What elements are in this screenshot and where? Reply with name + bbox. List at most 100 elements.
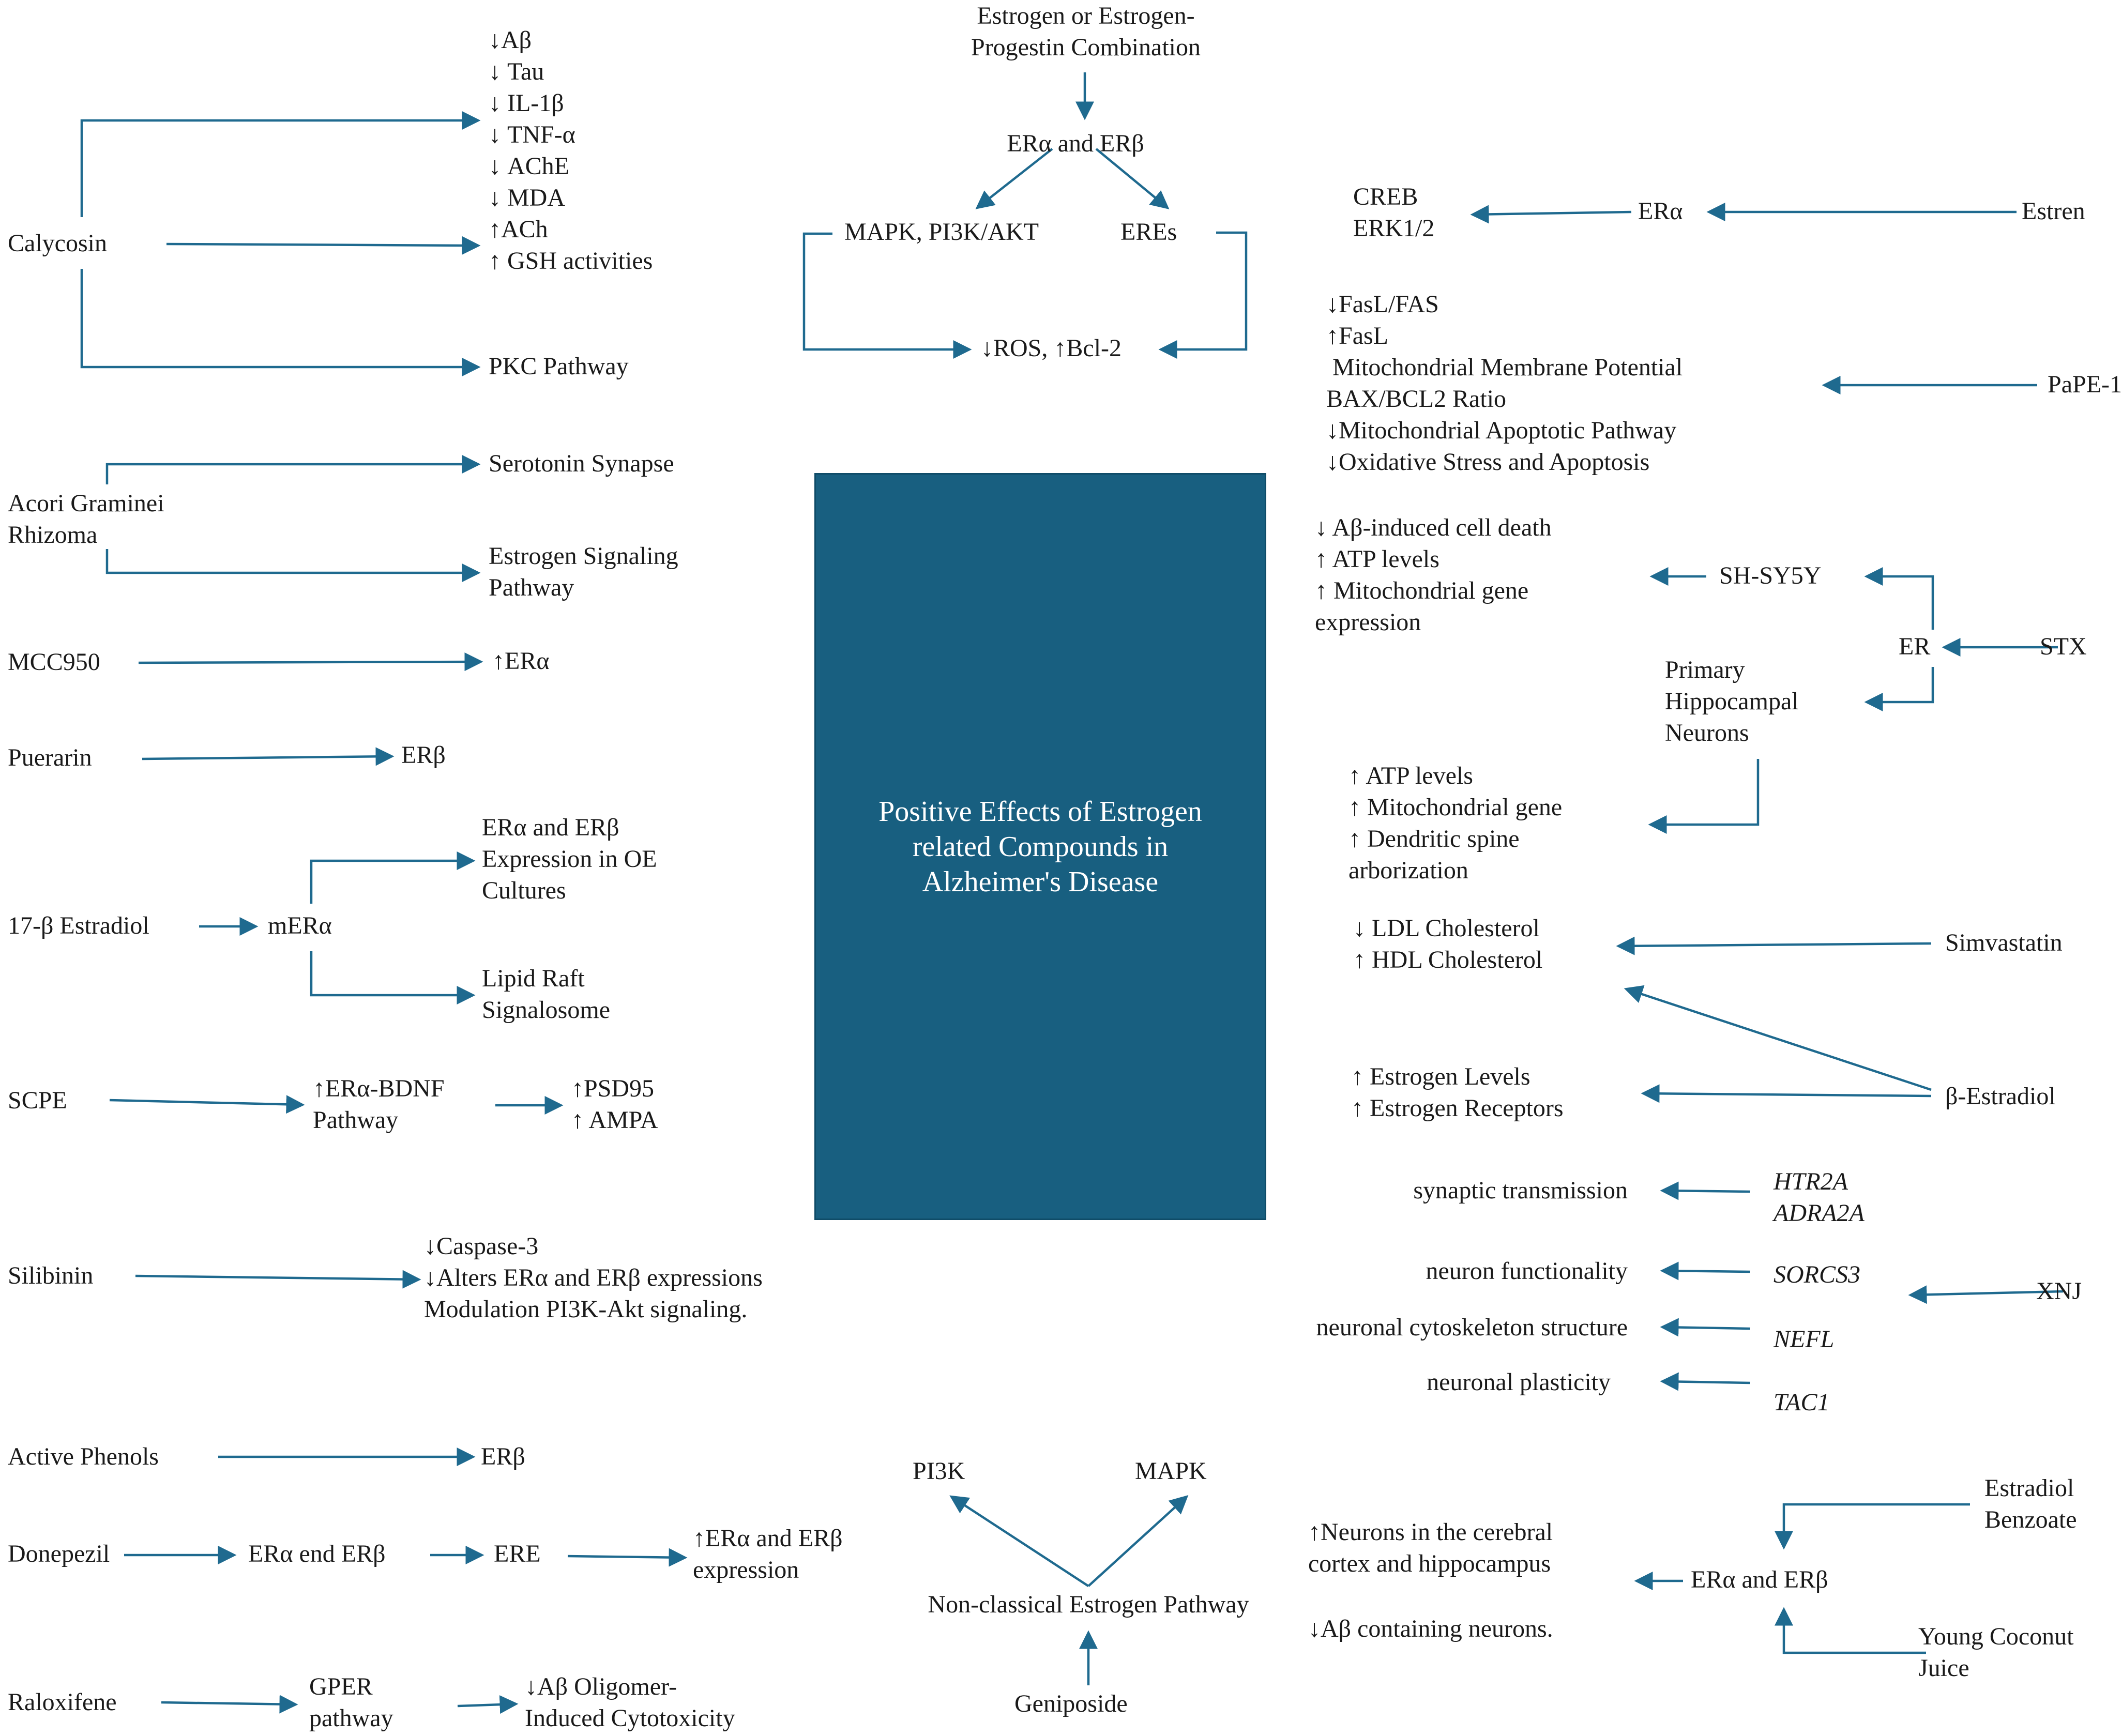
arrow-raloxifene-to-gper (161, 1695, 298, 1714)
compound-estradiol-benzoate: Estradiol Benzoate (1984, 1474, 2077, 1533)
arrow-gene3-to-function3 (1660, 1318, 1751, 1337)
arrow-calycosin-to-ach (166, 236, 481, 255)
arrow-coconut-to-receptors (1775, 1607, 1926, 1654)
estren-era: ERα (1638, 197, 1683, 225)
compound-silibinin: Silibinin (8, 1262, 94, 1289)
compound-stx: STX (2040, 633, 2087, 660)
creb-erk: CREB ERK1/2 (1353, 183, 1435, 242)
center-title-box: Positive Effects of Estrogen related Com… (814, 473, 1266, 1220)
pkc-pathway: PKC Pathway (489, 353, 629, 380)
gene-htr2a-adra2a: HTR2A ADRA2A (1774, 1168, 1865, 1227)
arrow-acori-to-serotonin (105, 455, 481, 484)
arrow-mapk-to-outcome (802, 232, 972, 359)
eres-label: EREs (1120, 218, 1177, 246)
sh-sy5y: SH-SY5Y (1719, 562, 1822, 589)
compound-active-phenols: Active Phenols (8, 1443, 159, 1470)
compound-geniposide: Geniposide (1014, 1690, 1128, 1717)
compound-estren: Estren (2022, 197, 2085, 225)
compound-scpe: SCPE (8, 1087, 67, 1114)
puerarin-erb: ERβ (401, 741, 446, 769)
arrow-simvastatin-to-effects (1616, 936, 1932, 955)
primary-hippocampal-neurons: Primary Hippocampal Neurons (1665, 656, 1799, 747)
cholesterol-effects: ↓ LDL Cholesterol ↑ HDL Cholesterol (1353, 915, 1543, 973)
abeta-oligomer-cytotoxicity: ↓Aβ Oligomer- Induced Cytotoxicity (525, 1673, 735, 1732)
arrow-calycosin-to-effects (80, 111, 481, 217)
arrow-calycosin-to-pkc (80, 269, 481, 376)
compound-xnj: XNJ (2036, 1277, 2082, 1305)
arrow-acori-to-estrogen (105, 549, 481, 582)
active-phenols-erb: ERβ (481, 1443, 525, 1470)
era-erb-expression: ERα and ERβ Expression in OE Cultures (482, 814, 657, 904)
arrow-scpe-to-pathway (109, 1095, 305, 1114)
function-synaptic-transmission: synaptic transmission (1413, 1177, 1628, 1204)
primary-neuron-effects: ↑ ATP levels ↑ Mitochondrial gene ↑ Dend… (1348, 762, 1563, 884)
ros-bcl2-outcome: ↓ROS, ↑Bcl-2 (981, 334, 1122, 362)
donepezil-ere: ERE (494, 1540, 541, 1567)
benzoate-era-erb: ERα and ERβ (1691, 1566, 1828, 1593)
sh-sy5y-effects: ↓ Aβ-induced cell death ↑ ATP levels ↑ M… (1315, 514, 1552, 636)
arrow-era-to-creb (1470, 205, 1632, 224)
gper-pathway: GPER pathway (309, 1673, 393, 1732)
estrogen-level-effects: ↑ Estrogen Levels ↑ Estrogen Receptors (1351, 1063, 1564, 1122)
non-classical-estrogen-pathway: Non-classical Estrogen Pathway (928, 1591, 1249, 1618)
arrow-er-to-shsy5y (1864, 567, 1934, 630)
receptors-era-erb: ERα and ERβ (1007, 130, 1144, 157)
compound-donepezil: Donepezil (8, 1540, 110, 1567)
compound-beta-estradiol: β-Estradiol (1945, 1083, 2056, 1110)
silibinin-outcome: ↓Caspase-3 ↓Alters ERα and ERβ expressio… (424, 1232, 763, 1323)
compound-acori: Acori Graminei Rhizoma (8, 490, 164, 549)
donepezil-expression: ↑ERα and ERβ expression (693, 1525, 843, 1583)
arrow-gene1-to-function1 (1660, 1181, 1751, 1200)
pi3k-label: PI3K (913, 1457, 965, 1485)
arrow-mera-to-expression (310, 851, 476, 904)
calycosin-effects: ↓Aβ ↓ Tau ↓ IL-1β ↓ TNF-α ↓ AChE ↓ MDA ↑… (489, 26, 653, 275)
function-neuron-functionality: neuron functionality (1426, 1257, 1628, 1285)
arrow-betaestradiol-to-cholesterol (1624, 985, 1932, 1091)
compound-young-coconut-juice: Young Coconut Juice (1918, 1623, 2074, 1682)
arrow-pathway-to-mapk (1087, 1495, 1189, 1587)
era-bdnf-pathway: ↑ERα-BDNF Pathway (313, 1075, 445, 1134)
compound-raloxifene: Raloxifene (8, 1688, 117, 1716)
pape1-effects: ↓FasL/FAS ↑FasL Mitochondrial Membrane P… (1326, 291, 1683, 476)
lipid-raft-signalosome: Lipid Raft Signalosome (482, 965, 610, 1024)
mera-label: mERα (268, 912, 332, 939)
arrow-mcc950-to-era (138, 652, 483, 672)
donepezil-receptors: ERα end ERβ (248, 1540, 386, 1567)
function-cytoskeleton-structure: neuronal cytoskeleton structure (1316, 1314, 1628, 1341)
function-neuronal-plasticity: neuronal plasticity (1427, 1368, 1611, 1396)
compound-mcc950: MCC950 (8, 648, 100, 676)
compound-simvastatin: Simvastatin (1945, 929, 2063, 956)
arrow-pathway-to-pi3k (949, 1495, 1089, 1587)
compound-puerarin: Puerarin (8, 744, 92, 771)
mapk-label: MAPK (1135, 1457, 1207, 1485)
compound-pape1: PaPE-1 (2048, 371, 2122, 398)
psd95-ampa: ↑PSD95 ↑ AMPA (571, 1075, 658, 1134)
mcc950-era: ↑ERα (492, 647, 550, 675)
arrow-primary-to-effects (1648, 759, 1760, 834)
mapk-pi3k-akt: MAPK, PI3K/AKT (844, 218, 1039, 246)
arrow-gene2-to-function2 (1660, 1261, 1751, 1281)
stx-er: ER (1899, 633, 1931, 660)
arrow-mera-to-lipid (310, 951, 476, 1004)
arrow-benzoate-to-receptors (1775, 1503, 1970, 1550)
arrow-receptors-to-eres (1095, 148, 1170, 209)
neurons-cortex-hippocampus: ↑Neurons in the cerebral cortex and hipp… (1308, 1518, 1553, 1577)
compound-calycosin: Calycosin (8, 230, 107, 257)
compound-17b-estradiol: 17-β Estradiol (8, 912, 149, 939)
gene-tac1: TAC1 (1774, 1389, 1830, 1416)
arrow-xnj-to-genes (1908, 1285, 2064, 1304)
arrow-ere-to-expression (567, 1548, 688, 1567)
arrow-betaestradiol-to-estrogen (1641, 1084, 1932, 1103)
arrow-er-to-primary (1864, 667, 1934, 711)
gene-nefl: NEFL (1774, 1326, 1835, 1353)
arrow-receptors-to-mapk (975, 148, 1053, 209)
arrow-silibinin-to-outcome (135, 1270, 421, 1289)
arrow-puerarin-to-erb (142, 747, 395, 766)
gene-sorcs3: SORCS3 (1774, 1261, 1860, 1288)
abeta-containing-neurons: ↓Aβ containing neurons. (1308, 1615, 1553, 1642)
arrow-gper-to-outcome (457, 1695, 519, 1714)
center-title: Positive Effects of Estrogen related Com… (878, 795, 1202, 898)
source-estrogen-combination: Estrogen or Estrogen- Progestin Combinat… (971, 2, 1201, 61)
